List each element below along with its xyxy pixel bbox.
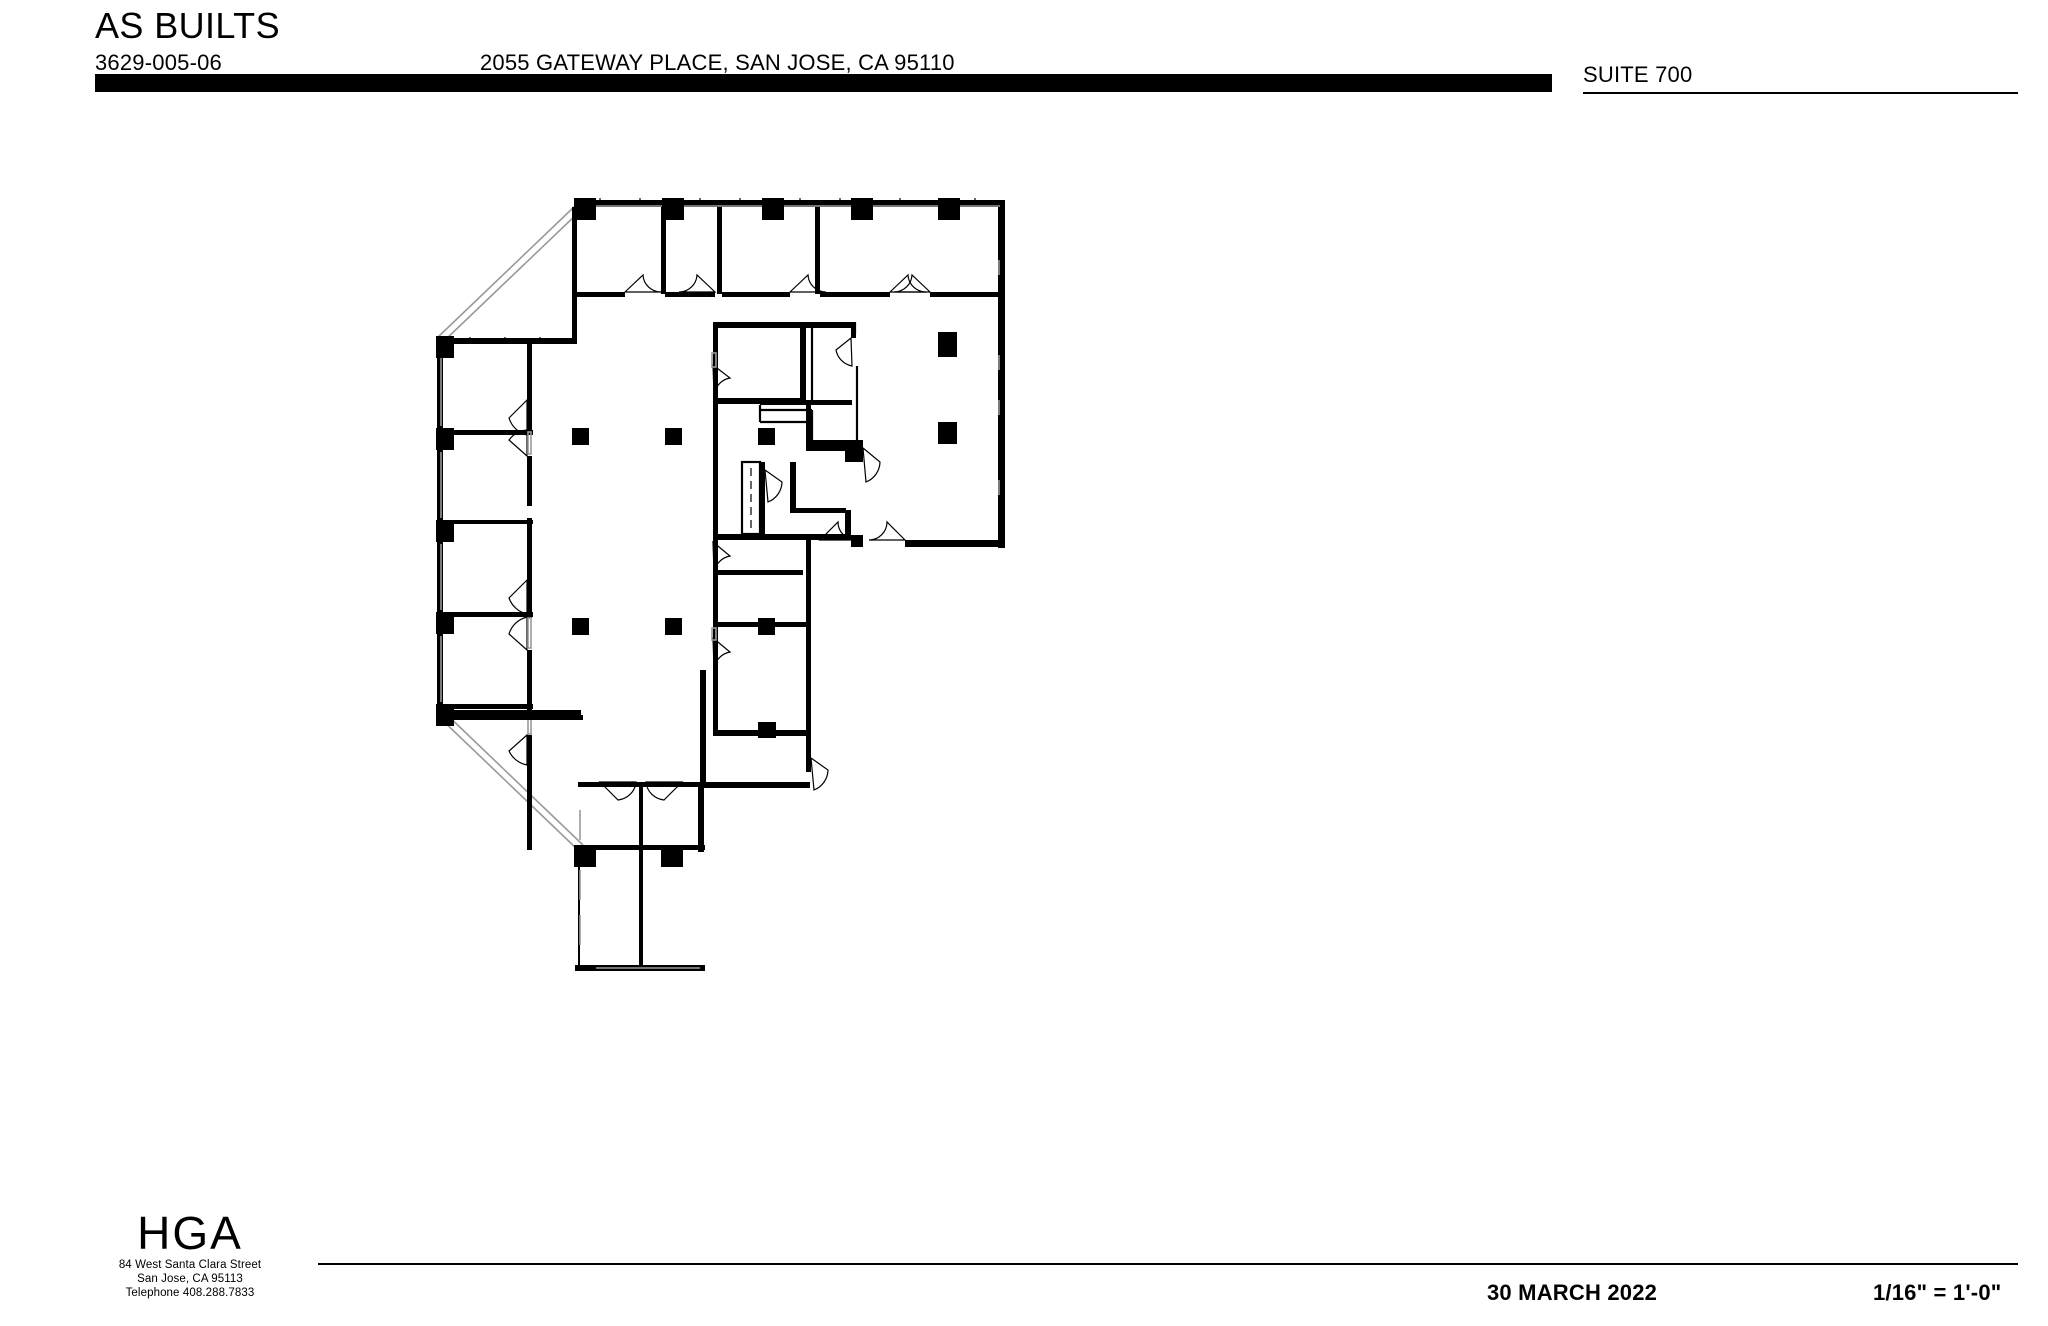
hga-address-line-3: Telephone 408.288.7833 xyxy=(125,1287,255,1299)
perimeter-glazing xyxy=(436,205,584,851)
south-rooms xyxy=(578,670,706,969)
north-curtainwall-mullions xyxy=(578,198,1000,207)
drawing-scale: 1/16" = 1'-0" xyxy=(1873,1280,2002,1305)
hga-logo: HGA 84 West Santa Clara Street San Jose,… xyxy=(100,1208,280,1300)
left-wing-offices xyxy=(440,337,541,850)
hga-address-line-1: 84 West Santa Clara Street xyxy=(118,1259,262,1271)
page-title: AS BUILTS xyxy=(95,5,280,46)
structural-columns xyxy=(436,198,960,867)
project-number: 3629-005-06 xyxy=(95,50,222,75)
sheet-header: AS BUILTS 3629-005-06 2055 GATEWAY PLACE… xyxy=(0,0,2048,110)
suite-label: SUITE 700 xyxy=(1583,62,1693,87)
southwest-wing xyxy=(443,710,583,720)
building-core xyxy=(698,322,881,852)
sheet-footer: HGA 84 West Santa Clara Street San Jose,… xyxy=(0,1190,2048,1326)
header-rule-bar xyxy=(95,74,1552,92)
hga-address-line-2: San Jose, CA 95113 xyxy=(137,1273,243,1285)
hga-wordmark: HGA xyxy=(137,1207,243,1259)
drawing-date: 30 MARCH 2022 xyxy=(1487,1280,1658,1305)
suite-underline xyxy=(1583,92,2018,94)
footer-rule xyxy=(318,1263,2018,1265)
floor-plan-drawing xyxy=(0,110,2048,1190)
floor-plan-svg xyxy=(436,198,1005,971)
project-address: 2055 GATEWAY PLACE, SAN JOSE, CA 95110 xyxy=(480,50,955,75)
north-wing-partitions xyxy=(572,207,1002,339)
north-wing-door-swings xyxy=(623,273,932,293)
